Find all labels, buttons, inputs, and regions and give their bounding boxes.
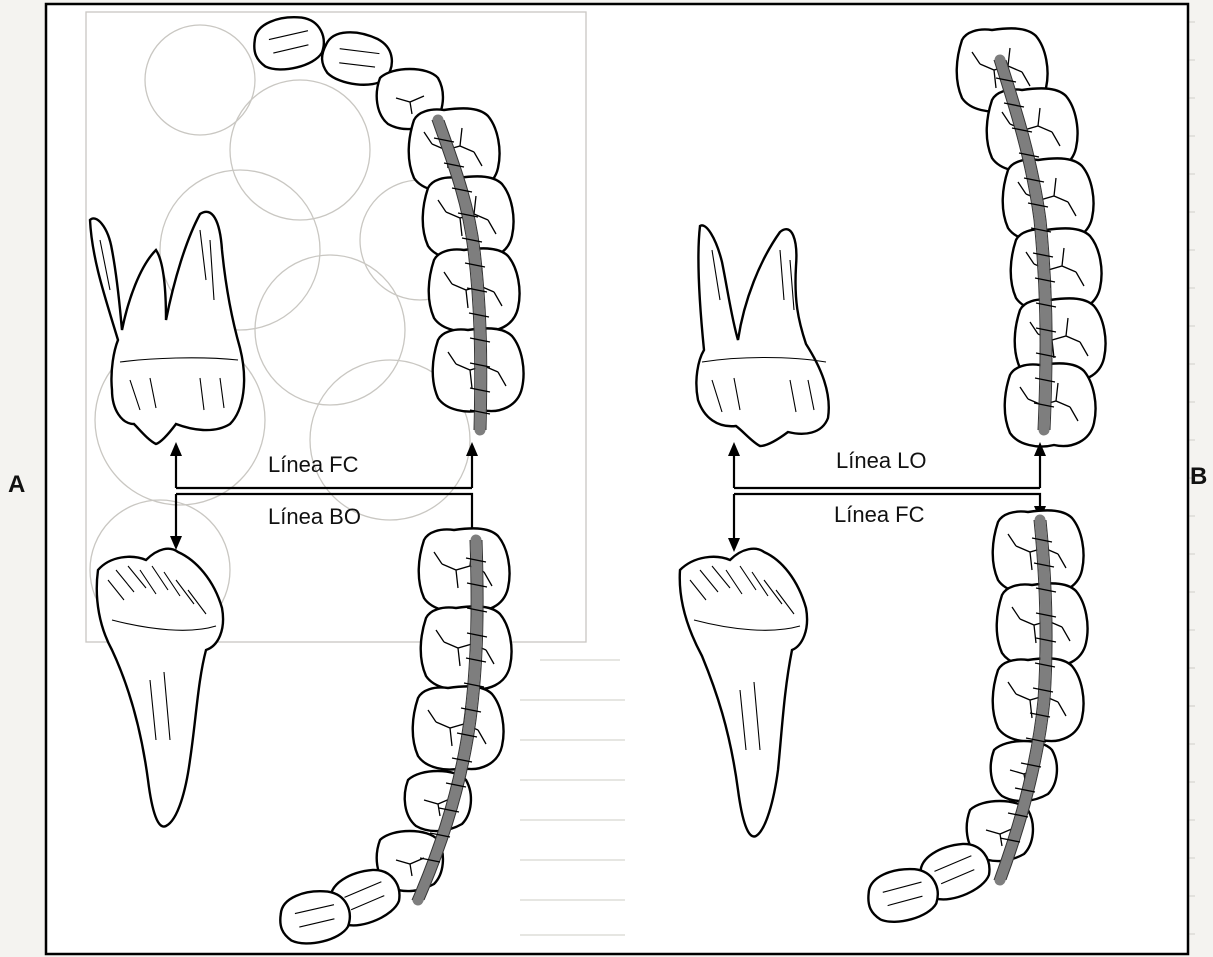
label-line-fc-b: Línea FC bbox=[834, 502, 925, 527]
label-line-lo-b: Línea LO bbox=[836, 448, 927, 473]
panel-letter-a: A bbox=[8, 471, 25, 498]
panel-letter-b: B bbox=[1190, 463, 1207, 490]
label-line-fc-a: Línea FC bbox=[268, 452, 359, 477]
label-line-bo-a: Línea BO bbox=[268, 504, 361, 529]
